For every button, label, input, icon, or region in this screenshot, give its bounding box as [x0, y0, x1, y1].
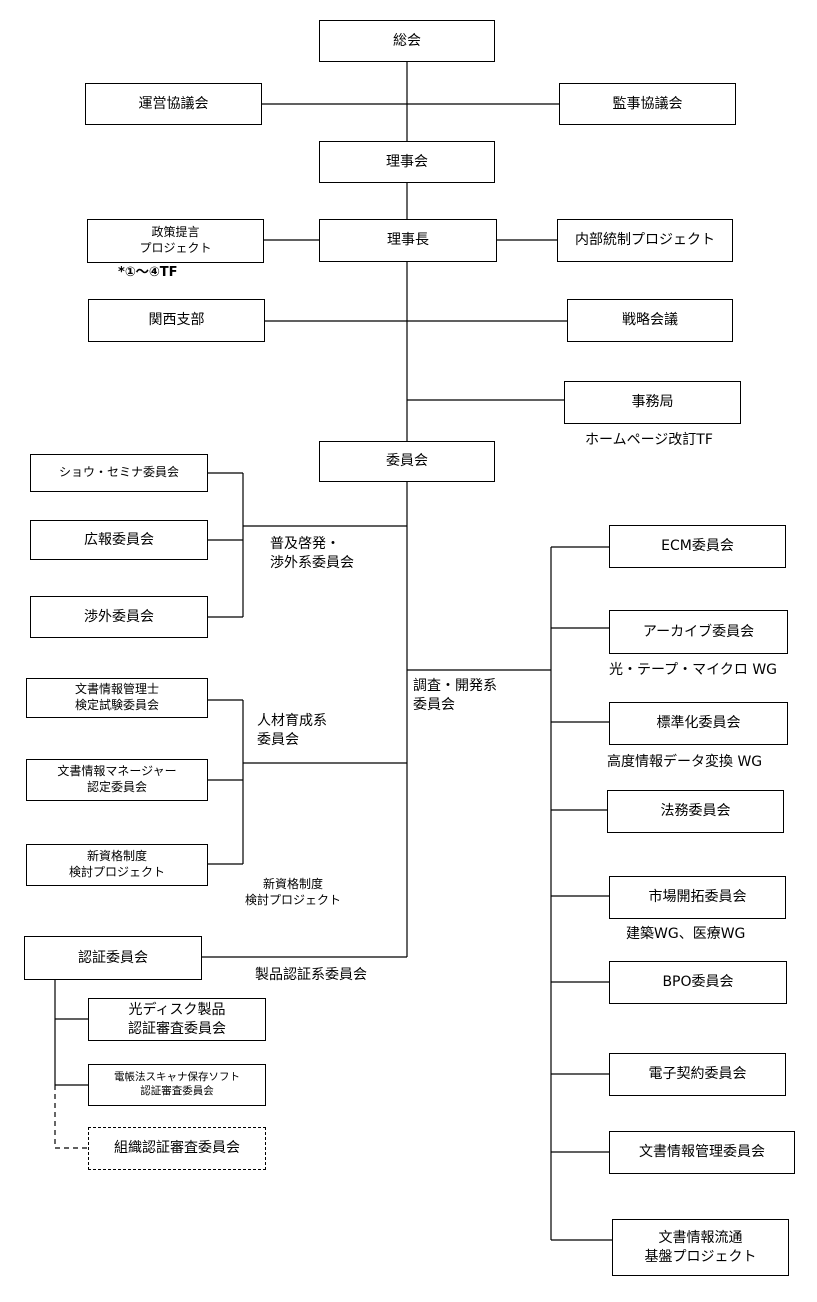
node-shinshikaku: 新資格制度 検討プロジェクト [26, 844, 208, 886]
node-seisaku-teigen: 政策提言 プロジェクト [87, 219, 264, 263]
node-kanri-label: 文書情報管理委員会 [639, 1144, 765, 1161]
node-hyojunka-label: 標準化委員会 [656, 715, 741, 732]
node-hyojunka: 標準化委員会 [609, 702, 788, 745]
node-jimukyoku-label: 事務局 [631, 394, 674, 411]
label-seihin-group: 製品認証系委員会 [255, 967, 367, 983]
node-ecm: ECM委員会 [609, 525, 786, 568]
node-koho: 広報委員会 [30, 520, 208, 560]
node-kansai-label: 関西支部 [148, 312, 205, 329]
node-hikari-disk: 光ディスク製品 認証審査委員会 [88, 998, 266, 1041]
node-unei-kyogikai: 運営協議会 [85, 83, 262, 125]
node-shogai-label: 渉外委員会 [84, 608, 154, 625]
label-jinzai-group: 人材育成系 委員会 [257, 713, 327, 748]
node-soshiki-ninsho: 組織認証審査委員会 [88, 1127, 266, 1170]
label-hikari-wg: 光・テープ・マイクロ WG [609, 662, 778, 678]
node-kansai-shibu: 関西支部 [88, 299, 265, 342]
label-tf: *①〜④TF [118, 265, 178, 280]
node-soukai: 総会 [319, 20, 495, 62]
node-kansa-label: 監事協議会 [612, 95, 683, 112]
node-homu: 法務委員会 [607, 790, 784, 833]
node-rijicho-label: 理事長 [387, 232, 429, 249]
node-rijikai-label: 理事会 [386, 153, 428, 170]
label-chousa-group: 調査・開発系 委員会 [413, 678, 497, 713]
node-show-seminar: ショウ・セミナ委員会 [30, 454, 208, 492]
node-rijikai: 理事会 [319, 141, 495, 183]
node-homu-label: 法務委員会 [660, 803, 731, 820]
node-naibu-label: 内部統制プロジェクト [575, 232, 715, 249]
node-denchou-label: 電帳法スキャナ保存ソフト 認証審査委員会 [114, 1071, 240, 1097]
node-hikari-disk-label: 光ディスク製品 認証審査委員会 [128, 1002, 226, 1037]
node-ninsho-label: 認証委員会 [78, 949, 148, 966]
node-soukai-label: 総会 [393, 32, 421, 49]
node-kentei-label: 文書情報管理士 検定試験委員会 [74, 682, 159, 712]
node-bpo-label: BPO委員会 [662, 974, 734, 991]
node-manager-label: 文書情報マネージャー 認定委員会 [57, 764, 177, 794]
node-ecm-label: ECM委員会 [661, 538, 734, 555]
node-denshi-label: 電子契約委員会 [648, 1066, 747, 1083]
node-shijo-kaitaku: 市場開拓委員会 [609, 876, 786, 919]
node-archive-label: アーカイブ委員会 [642, 623, 755, 640]
node-shogai: 渉外委員会 [30, 596, 208, 638]
label-kenchiku-wg: 建築WG、医療WG [626, 926, 746, 942]
node-senryaku-kaigi: 戦略会議 [567, 299, 733, 342]
node-jimukyoku: 事務局 [564, 381, 741, 424]
node-bpo: BPO委員会 [609, 961, 787, 1004]
node-manager-nintei: 文書情報マネージャー 認定委員会 [26, 759, 208, 801]
label-homepage-tf: ホームページ改訂TF [585, 432, 713, 448]
node-ryutsu-label: 文書情報流通 基盤プロジェクト [644, 1230, 757, 1265]
node-shinshikaku-label: 新資格制度 検討プロジェクト [68, 849, 165, 879]
node-show-label: ショウ・セミナ委員会 [58, 465, 179, 480]
node-kentei-shiken: 文書情報管理士 検定試験委員会 [26, 678, 208, 718]
node-denshi-keiyaku: 電子契約委員会 [609, 1053, 786, 1096]
node-iinkai-label: 委員会 [386, 453, 428, 470]
node-bunsho-kanri: 文書情報管理委員会 [609, 1131, 795, 1174]
node-soshiki-label: 組織認証審査委員会 [114, 1140, 240, 1157]
label-fukyu-group: 普及啓発・ 渉外系委員会 [270, 536, 354, 571]
node-shijo-label: 市場開拓委員会 [648, 889, 747, 906]
node-iinkai: 委員会 [319, 441, 495, 482]
node-rijicho: 理事長 [319, 219, 497, 262]
node-archive: アーカイブ委員会 [609, 610, 788, 654]
node-seisaku-label: 政策提言 プロジェクト [139, 225, 212, 255]
node-senryaku-label: 戦略会議 [622, 312, 678, 329]
node-kansa-kyogikai: 監事協議会 [559, 83, 736, 125]
node-koho-label: 広報委員会 [84, 531, 154, 548]
node-ryutsu-kiban: 文書情報流通 基盤プロジェクト [612, 1219, 789, 1276]
node-naibu-tousei: 内部統制プロジェクト [557, 219, 733, 262]
node-ninsho: 認証委員会 [24, 936, 202, 980]
node-unei-label: 運営協議会 [138, 95, 209, 112]
node-denchou-scanner: 電帳法スキャナ保存ソフト 認証審査委員会 [88, 1064, 266, 1106]
label-shinshikaku-project: 新資格制度 検討プロジェクト [245, 877, 342, 908]
label-kodo-wg: 高度情報データ変換 WG [607, 754, 763, 770]
